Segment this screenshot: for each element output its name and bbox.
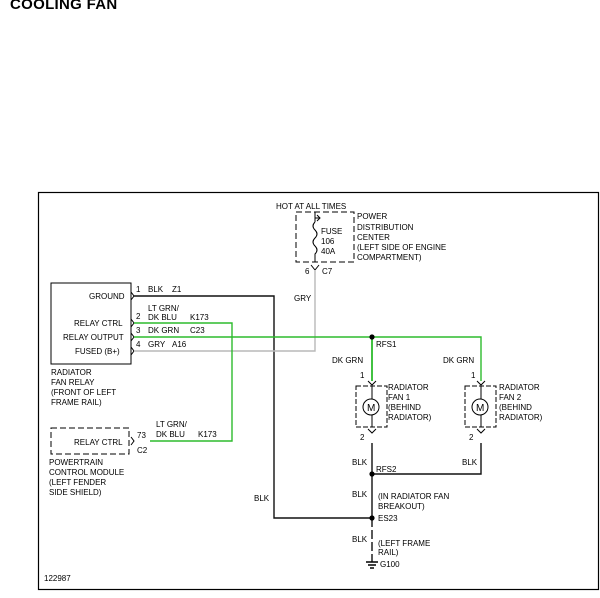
pcm-pin: 73 <box>137 431 146 440</box>
breakout-blk-label: BLK <box>352 490 368 499</box>
pdc-box <box>295 211 355 263</box>
fan1-pin-top: 1 <box>360 371 365 380</box>
splice-es23-label: ES23 <box>378 514 398 523</box>
relay-label-ground: GROUND <box>89 292 125 301</box>
figure-number: 122987 <box>44 574 71 583</box>
fan2-name-line-1: RADIATOR <box>499 383 540 392</box>
wire-c23-color: DK GRN <box>148 326 179 335</box>
fan1-dkgrn-label: DK GRN <box>332 356 363 365</box>
es23-note-line-1: (IN RADIATOR FAN <box>378 492 449 501</box>
fan2-top-connector <box>476 380 486 386</box>
fan1-blk-label: BLK <box>352 458 368 467</box>
relay-name-line-1: RADIATOR <box>51 368 92 377</box>
wire-k173-color-2: DK BLU <box>148 313 177 322</box>
hot-at-all-times-label: HOT AT ALL TIMES <box>276 202 346 211</box>
pcm-name-line-4: SIDE SHIELD) <box>49 488 102 497</box>
pcm-k173-color-2: DK BLU <box>156 430 185 439</box>
fan2-pin-top: 1 <box>471 371 476 380</box>
fan2-blk-label: BLK <box>462 458 478 467</box>
wire-gry-vertical-label: GRY <box>294 294 312 303</box>
relay-pin-3: 3 <box>136 326 141 335</box>
fan1-top-connector <box>367 380 377 386</box>
relay-label-relay-output: RELAY OUTPUT <box>63 333 124 342</box>
splice-rfs2-dot <box>369 471 375 477</box>
fan1-pin-bottom: 2 <box>360 433 365 442</box>
relay-name-line-4: FRAME RAIL) <box>51 398 102 407</box>
pcm-k173-circuit: K173 <box>198 430 217 439</box>
ground-blk-left-label: BLK <box>254 494 270 503</box>
pcm-name-line-1: POWERTRAIN <box>49 458 103 467</box>
relay-name-line-3: (FRONT OF LEFT <box>51 388 116 397</box>
diagram-title: COOLING FAN <box>10 0 118 13</box>
pdc-name-line-1: POWER <box>357 212 387 221</box>
relay-pin-2: 2 <box>136 312 141 321</box>
connector-c7-symbol <box>310 264 320 271</box>
relay-pin-4: 4 <box>136 340 141 349</box>
fan2-name-line-2: FAN 2 <box>499 393 522 402</box>
pdc-name-line-3: CENTER <box>357 233 390 242</box>
pcm-connector: C2 <box>137 446 148 455</box>
fan2-motor-icon <box>471 398 489 416</box>
pdc-connector: C7 <box>322 267 333 276</box>
wire-a16-circuit: A16 <box>172 340 187 349</box>
g100-blk-label: BLK <box>352 535 368 544</box>
fuse-amps: 40A <box>321 247 336 256</box>
fan1-name-line-2: FAN 1 <box>388 393 411 402</box>
diagram-frame <box>37 191 600 591</box>
wire-z1-color: BLK <box>148 285 164 294</box>
wire-z1-ground <box>134 295 372 519</box>
pdc-name-line-2: DISTRIBUTION <box>357 223 414 232</box>
wire-fan2-rfs2 <box>372 443 482 475</box>
pcm-connector-symbol <box>130 436 135 446</box>
pdc-name-line-4: (LEFT SIDE OF ENGINE <box>357 243 446 252</box>
wire-c23-circuit: C23 <box>190 326 205 335</box>
relay-label-fused-b: FUSED (B+) <box>75 347 120 356</box>
splice-es23-dot <box>369 515 375 521</box>
pcm-name-line-3: (LEFT FENDER <box>49 478 106 487</box>
fan2-motor-symbol: M <box>476 403 484 414</box>
fan2-dkgrn-label: DK GRN <box>443 356 474 365</box>
splice-rfs1-dot <box>369 334 375 340</box>
pcm-relay-ctrl-label: RELAY CTRL <box>74 438 123 447</box>
splice-rfs1-label: RFS1 <box>376 340 397 349</box>
relay-box <box>50 282 132 365</box>
wire-c23-green <box>134 336 482 381</box>
pcm-box <box>50 427 130 455</box>
pcm-name-line-2: CONTROL MODULE <box>49 468 124 477</box>
fuse-arrow-icon <box>315 214 321 222</box>
pdc-name-line-5: COMPARTMENT) <box>357 253 422 262</box>
fan2-bottom-connector <box>476 428 486 434</box>
fan2-name-line-4: RADIATOR) <box>499 413 543 422</box>
ground-name: G100 <box>380 560 400 569</box>
wire-a16-color: GRY <box>148 340 166 349</box>
pcm-k173-color-1: LT GRN/ <box>156 420 188 429</box>
ground-note-line-2: RAIL) <box>378 548 399 557</box>
wire-a16-gry <box>134 270 316 352</box>
wire-k173-color-1: LT GRN/ <box>148 304 180 313</box>
fan2-name-line-3: (BEHIND <box>499 403 532 412</box>
ground-note-line-1: (LEFT FRAME <box>378 539 430 548</box>
ground-symbol-icon <box>366 561 378 569</box>
splice-rfs2-label: RFS2 <box>376 465 397 474</box>
fuse-label: FUSE <box>321 227 342 236</box>
fan2-pin-bottom: 2 <box>469 433 474 442</box>
relay-name-line-2: FAN RELAY <box>51 378 95 387</box>
fan1-name-line-1: RADIATOR <box>388 383 429 392</box>
relay-label-relay-ctrl: RELAY CTRL <box>74 319 123 328</box>
fan1-name-line-4: RADIATOR) <box>388 413 432 422</box>
pdc-pin: 6 <box>305 267 310 276</box>
es23-note-line-2: BREAKOUT) <box>378 502 425 511</box>
fan1-name-line-3: (BEHIND <box>388 403 421 412</box>
wire-k173-circuit: K173 <box>190 313 209 322</box>
fan1-motor-symbol: M <box>367 403 375 414</box>
fuse-symbol-icon <box>312 221 318 262</box>
fuse-number: 106 <box>321 237 335 246</box>
wire-z1-circuit: Z1 <box>172 285 182 294</box>
fan1-bottom-connector <box>367 428 377 434</box>
wire-k173-green <box>134 322 233 442</box>
relay-pin-1: 1 <box>136 285 141 294</box>
fan1-motor-icon <box>362 398 380 416</box>
